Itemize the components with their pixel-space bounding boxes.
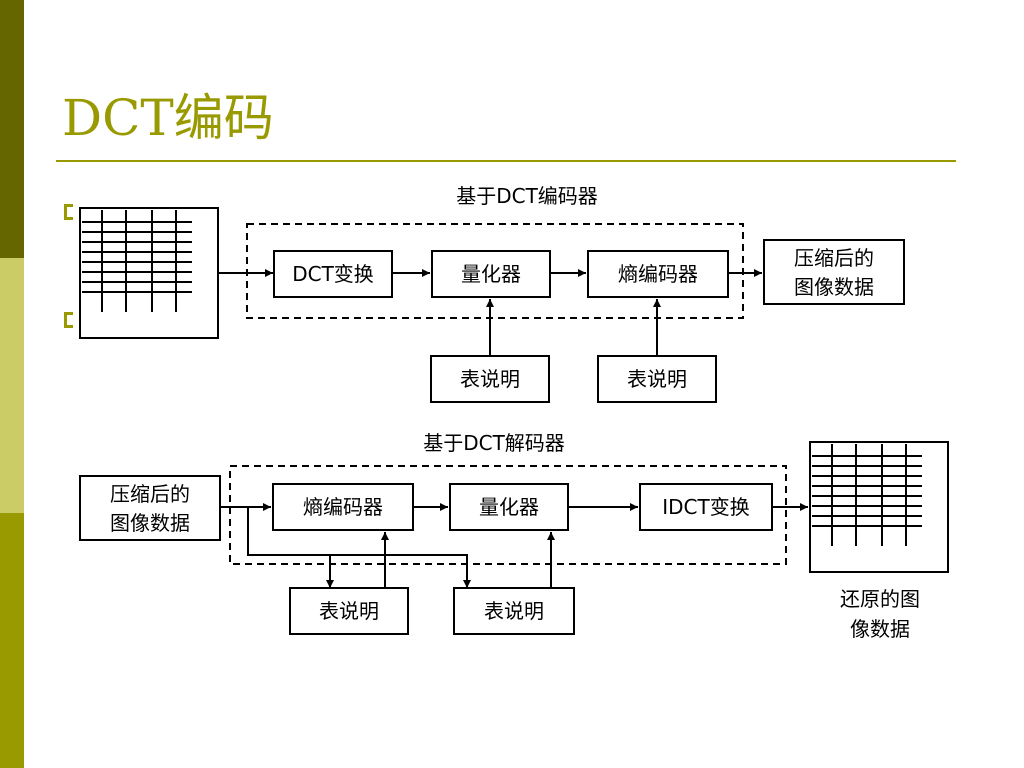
- sidebar-band-light: [0, 258, 24, 513]
- branch-to-table-2: [248, 554, 471, 588]
- sidebar-band-mid: [0, 513, 24, 768]
- decoder-input-block: [79, 475, 221, 541]
- decoder-output-line2: 像数据: [850, 617, 910, 641]
- encoder-frame: [246, 223, 744, 319]
- encoder-dct-block: [273, 250, 393, 298]
- bullet-icon: [64, 312, 73, 328]
- bullet-icon: [64, 204, 73, 220]
- decoder-table-block-2: [453, 587, 575, 635]
- decoder-entropy-label: 熵编码器: [303, 495, 383, 519]
- encoder-output-block: [763, 239, 905, 305]
- encoder-table-block-1: [430, 355, 550, 403]
- sidebar: [0, 0, 24, 768]
- decoder-output-line1: 还原的图: [840, 587, 920, 611]
- encoder-quantizer-block: [431, 250, 551, 298]
- decoder-entropy-block: [272, 483, 414, 531]
- encoder-entropy-label: 熵编码器: [618, 262, 698, 286]
- encoder-entropy-block: [587, 250, 729, 298]
- decoder-idct-block: [639, 483, 773, 531]
- decoder-table-label-2: 表说明: [484, 599, 544, 623]
- decoder-table-block-1: [289, 587, 409, 635]
- encoder-table-label-2: 表说明: [627, 367, 687, 391]
- decoder-table-label-1: 表说明: [319, 599, 379, 623]
- decoder-input-line2: 图像数据: [110, 511, 190, 535]
- output-image-grid: [809, 441, 949, 573]
- encoder-caption: 基于DCT编码器: [456, 184, 598, 208]
- decoder-quantizer-label: 量化器: [479, 495, 539, 519]
- decoder-input-line1: 压缩后的: [110, 482, 190, 506]
- decoder-frame: [229, 465, 787, 565]
- encoder-table-block-2: [597, 355, 717, 403]
- slide-title: DCT编码: [62, 89, 274, 147]
- encoder-output-line2: 图像数据: [794, 275, 874, 299]
- encoder-table-label-1: 表说明: [460, 367, 520, 391]
- input-image-grid: [79, 207, 219, 339]
- decoder-idct-label: IDCT变换: [662, 495, 749, 519]
- sidebar-band-dark: [0, 0, 24, 258]
- title-underline: [56, 160, 956, 162]
- encoder-dct-label: DCT变换: [292, 262, 374, 286]
- encoder-output-line1: 压缩后的: [794, 246, 874, 270]
- decoder-caption: 基于DCT解码器: [423, 431, 565, 455]
- encoder-quantizer-label: 量化器: [461, 262, 521, 286]
